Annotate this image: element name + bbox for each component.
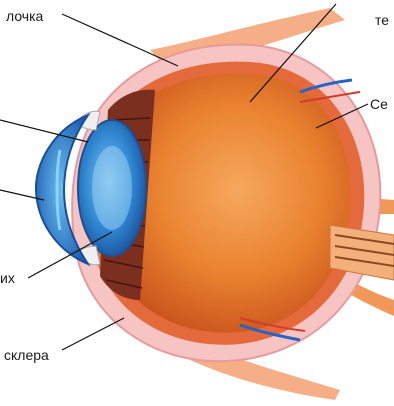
label-right: Се [370,96,388,112]
leader-line-bottom-left [62,318,124,350]
leader-line-top-left [62,14,178,66]
label-bottom-left: склера [4,347,49,363]
label-top-left: лочка [6,8,43,24]
label-left: их [0,270,15,286]
label-top-right: те [375,12,389,28]
